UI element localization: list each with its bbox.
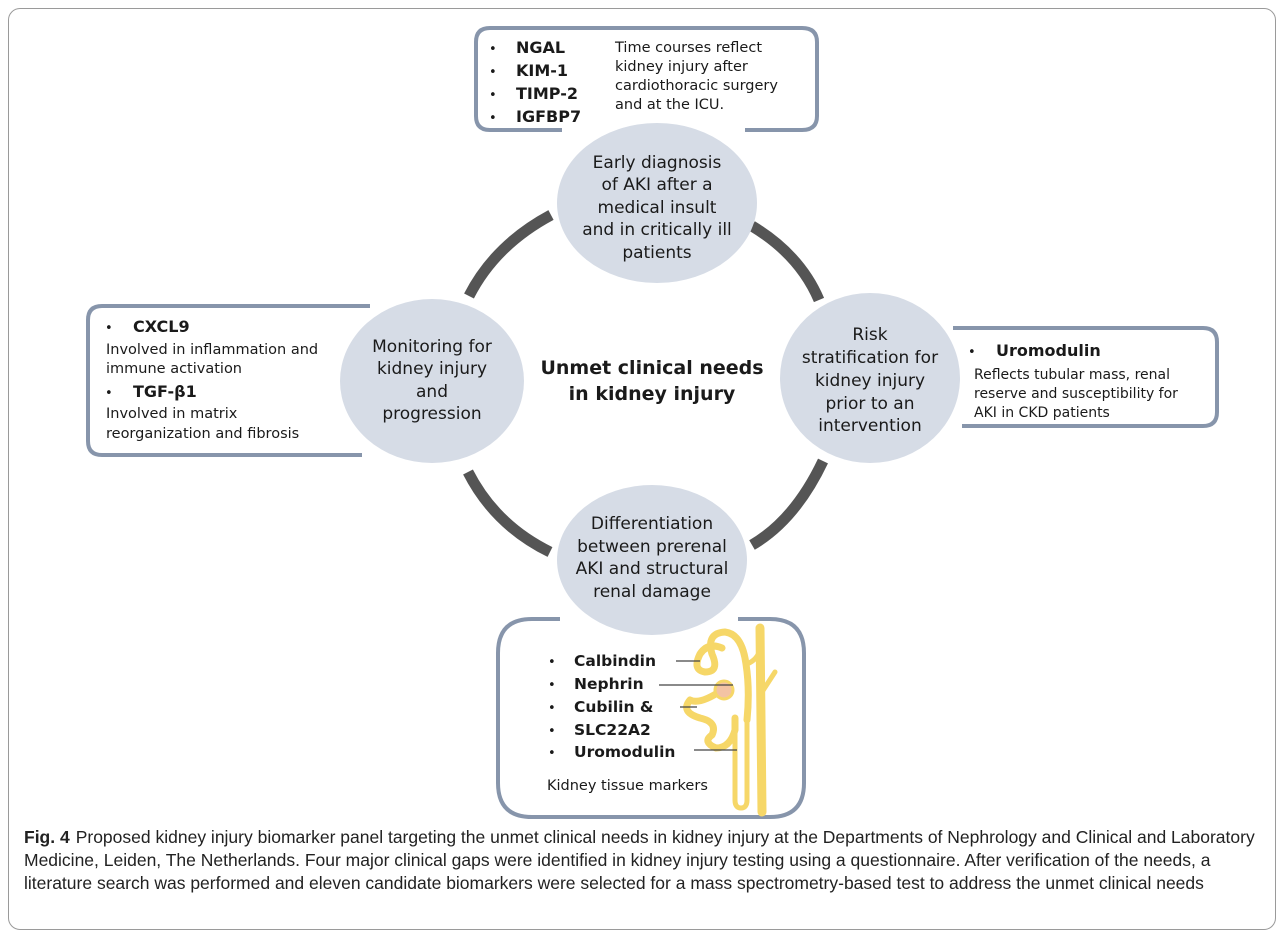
figure-frame — [8, 8, 1276, 930]
need-text-bottom: Differentiation between prerenal AKI and… — [576, 514, 729, 602]
left-desc-line: reorganization and fibrosis — [106, 426, 299, 442]
marker-calbindin: Calbindin — [574, 652, 656, 670]
top-desc-line: Time courses reflect — [614, 40, 762, 56]
need-circle-left — [340, 299, 524, 463]
arc-top-right — [749, 221, 825, 303]
bullet: • — [489, 88, 497, 103]
marker-igfbp7: IGFBP7 — [516, 107, 581, 126]
need-top-line: medical insult — [598, 198, 717, 218]
leader-lines — [659, 660, 737, 751]
marker-slc22a2: SLC22A2 — [574, 721, 651, 739]
need-circle-right — [780, 293, 960, 463]
arc-top-left — [464, 210, 554, 299]
bullet: • — [548, 724, 556, 739]
left-desc-line: Involved in matrix — [106, 406, 238, 422]
center-title: Unmet clinical needs in kidney injury — [540, 357, 763, 405]
arc-bottom-left — [463, 469, 553, 557]
distal-tubule — [693, 628, 752, 724]
right-desc-line: AKI in CKD patients — [974, 405, 1110, 421]
right-box-frame — [953, 326, 1219, 428]
collecting-duct-branch — [759, 669, 778, 695]
left-desc-line: Involved in inflammation and — [106, 342, 318, 358]
marker-nephrin: Nephrin — [574, 675, 644, 693]
bullet: • — [968, 345, 976, 360]
need-bottom-line: between prerenal — [577, 537, 727, 557]
need-left-line: Monitoring for — [372, 337, 492, 357]
bullet: • — [105, 321, 113, 336]
bullet: • — [548, 655, 556, 670]
center-title-line2: in kidney injury — [569, 383, 736, 405]
marker-ngal: NGAL — [516, 38, 565, 57]
need-left-line: kidney injury — [377, 359, 487, 379]
glomerulus-icon — [713, 679, 735, 701]
right-desc-line: Reflects tubular mass, renal — [974, 367, 1170, 383]
need-text-left: Monitoring for kidney injury and progres… — [372, 337, 492, 424]
need-top-line: of AKI after a — [601, 175, 712, 195]
left-desc-line: immune activation — [106, 361, 242, 377]
connecting-tubule — [744, 647, 763, 667]
need-right-line: prior to an — [826, 394, 915, 414]
need-circle-bottom — [557, 485, 747, 635]
top-desc-line: kidney injury after — [615, 59, 748, 75]
need-top-line: Early diagnosis — [593, 153, 722, 173]
bullet: • — [105, 386, 113, 401]
need-right-line: Risk — [852, 325, 887, 345]
top-box-description: Time courses reflect kidney injury after… — [614, 40, 778, 113]
top-desc-line: cardiothoracic surgery — [615, 78, 778, 94]
need-left-line: and — [416, 382, 448, 402]
need-bottom-line: renal damage — [593, 582, 711, 602]
marker-kim1: KIM-1 — [516, 61, 568, 80]
need-right-line: kidney injury — [815, 371, 925, 391]
tissue-markers-label: Kidney tissue markers — [547, 778, 708, 794]
marker-cxcl9: CXCL9 — [133, 317, 190, 336]
cycle-arcs — [463, 210, 828, 557]
loop-of-henle — [732, 715, 750, 811]
need-text-right: Risk stratification for kidney injury pr… — [802, 325, 938, 436]
bullet: • — [489, 111, 497, 126]
need-bottom-line: Differentiation — [591, 514, 713, 534]
need-top-line: patients — [622, 243, 691, 263]
bullet: • — [548, 746, 556, 761]
need-text-top: Early diagnosis of AKI after a medical i… — [582, 153, 732, 263]
bottom-box-markers: • • • • • Calbindin Nephrin Cubilin & SL… — [547, 652, 708, 794]
bullet: • — [548, 701, 556, 716]
top-box-markers: • • • • NGAL KIM-1 TIMP-2 IGFBP7 — [489, 38, 581, 126]
caption-text: Proposed kidney injury biomarker panel t… — [24, 827, 1255, 893]
bullet: • — [489, 65, 497, 80]
collecting-duct — [755, 623, 767, 817]
marker-timp2: TIMP-2 — [516, 84, 578, 103]
marker-uromodulin-tissue: Uromodulin — [574, 743, 675, 761]
center-title-line1: Unmet clinical needs — [540, 357, 763, 379]
bullet: • — [489, 42, 497, 57]
bullet: • — [548, 678, 556, 693]
need-top-line: and in critically ill — [582, 220, 732, 240]
bottom-box-frame — [496, 617, 806, 819]
left-box-frame — [86, 304, 370, 457]
right-box-content: • Uromodulin Reflects tubular mass, rena… — [968, 341, 1178, 421]
need-bottom-line: AKI and structural — [576, 559, 729, 579]
right-desc-line: reserve and susceptibility for — [974, 386, 1178, 402]
marker-uromodulin: Uromodulin — [996, 341, 1101, 360]
need-circle-top — [557, 123, 757, 283]
need-left-line: progression — [382, 404, 481, 424]
need-right-line: intervention — [818, 416, 921, 436]
arc-bottom-right — [749, 458, 828, 550]
figure-label: Fig. 4 — [24, 827, 70, 847]
marker-tgfb1: TGF-β1 — [133, 382, 197, 401]
marker-cubilin: Cubilin & — [574, 698, 653, 716]
top-box-frame — [474, 26, 819, 132]
nephron-illustration — [683, 623, 778, 817]
need-right-line: stratification for — [802, 348, 938, 368]
top-desc-line: and at the ICU. — [615, 97, 724, 113]
left-box-content: • CXCL9 Involved in inflammation and imm… — [105, 317, 318, 442]
proximal-tubule — [683, 686, 739, 752]
